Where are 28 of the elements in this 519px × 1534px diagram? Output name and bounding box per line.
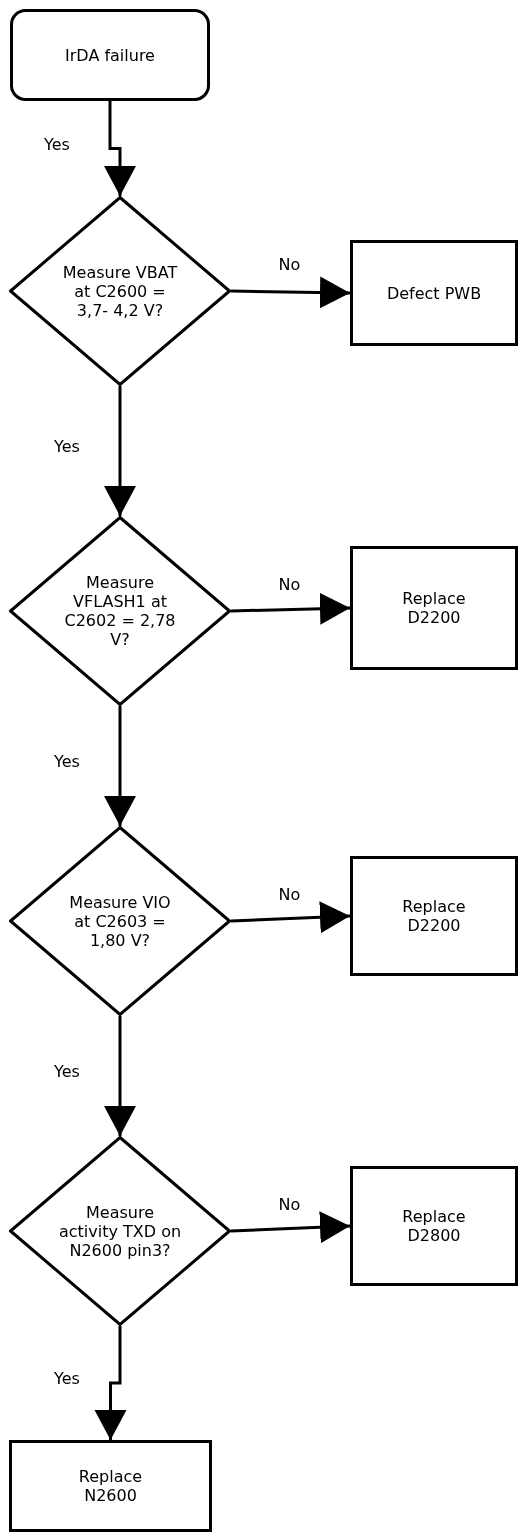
arrow [94, 1326, 127, 1440]
node-text: Replace D2800 [401, 1207, 467, 1245]
arrow [104, 386, 136, 516]
node-text: Measure VFLASH1 at C2602 = 2,78 V? [63, 573, 177, 649]
edge-label: Yes [54, 1369, 80, 1388]
edge-label: No [278, 885, 301, 904]
arrow [230, 901, 351, 934]
arrow [230, 592, 351, 625]
node-text: Replace D2200 [401, 897, 467, 935]
arrow [104, 706, 136, 826]
node-text: Replace D2200 [401, 589, 467, 627]
edge-label: Yes [54, 752, 80, 771]
node-text: Measure activity TXD on N2600 pin3? [57, 1202, 183, 1260]
edge-label: No [278, 255, 301, 274]
node-text: IrDA failure [64, 45, 156, 65]
node-text: Defect PWB [385, 283, 483, 303]
edge-label: No [278, 1195, 301, 1214]
edge-label: Yes [54, 437, 80, 456]
node-text: Replace N2600 [77, 1467, 144, 1505]
arrow [230, 276, 351, 309]
node-text: Measure VBAT at C2600 = 3,7- 4,2 V? [61, 262, 179, 320]
arrow [230, 1211, 351, 1244]
edge-label: Yes [54, 1062, 80, 1081]
edge-label: Yes [44, 134, 70, 154]
edge-label: No [278, 575, 301, 594]
arrow [104, 101, 136, 196]
node-text: Measure VIO at C2603 = 1,80 V? [68, 892, 172, 950]
arrow [104, 1016, 136, 1136]
